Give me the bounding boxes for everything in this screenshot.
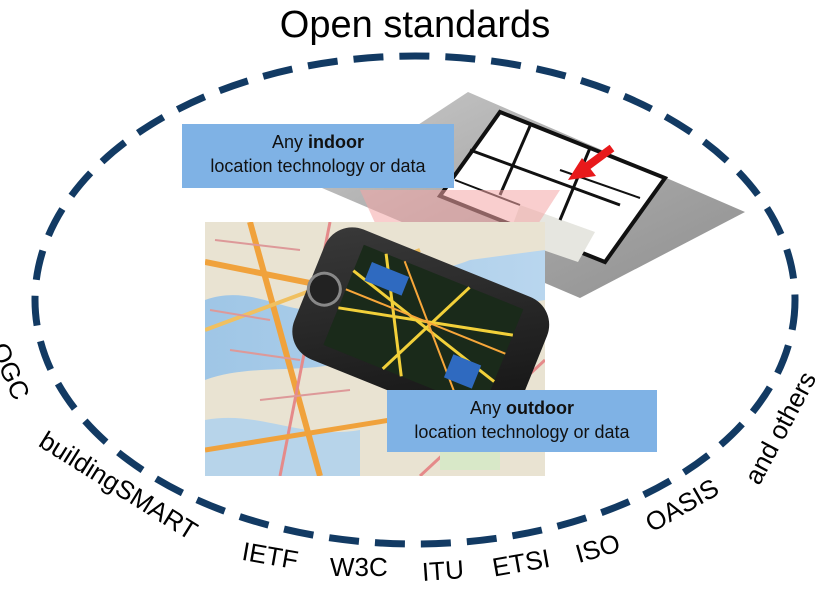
outdoor-callout: Any outdoor location technology or data	[387, 390, 657, 452]
outdoor-keyword: outdoor	[506, 398, 574, 418]
outdoor-prefix: Any	[469, 398, 507, 418]
standards-ellipse	[31, 52, 799, 548]
standard-itu: ITU	[421, 554, 465, 587]
standard-w3c: W3C	[330, 552, 388, 582]
indoor-location-arrow	[568, 144, 615, 180]
indoor-callout: Any indoor location technology or data	[182, 124, 454, 188]
diagram-title: Open standards	[279, 4, 551, 46]
smartphone	[292, 227, 550, 429]
indoor-line2: location technology or data	[210, 156, 426, 176]
indoor-keyword: indoor	[308, 132, 365, 152]
outdoor-line2: location technology or data	[414, 422, 630, 442]
indoor-prefix: Any	[271, 132, 309, 152]
